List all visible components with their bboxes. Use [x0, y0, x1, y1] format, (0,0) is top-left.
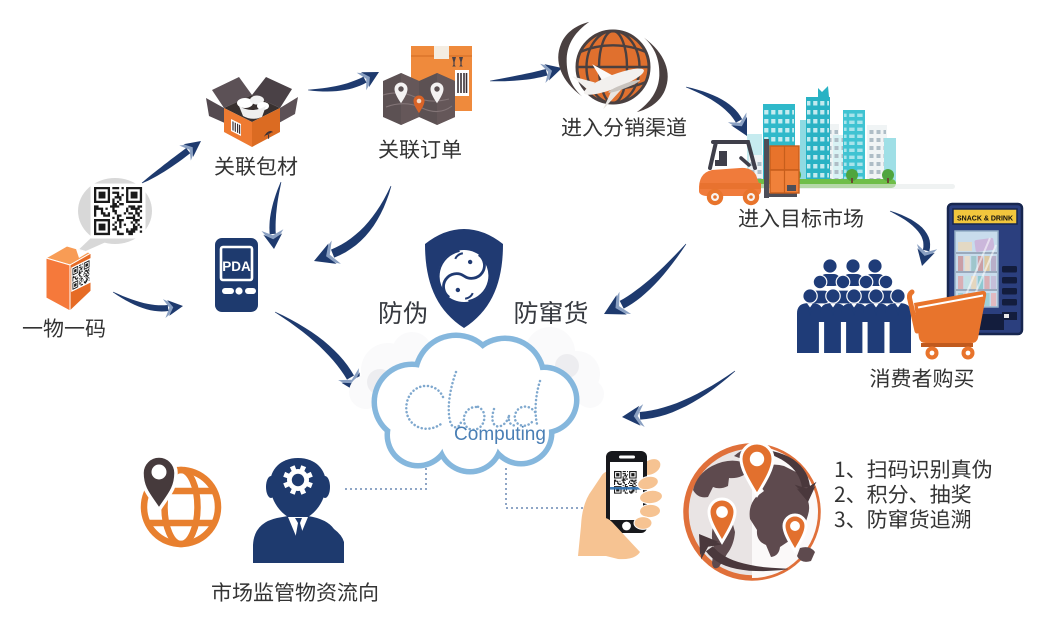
svg-text:PDA: PDA [222, 259, 251, 274]
svg-text:Computing: Computing [454, 424, 546, 445]
svg-text:SNACK & DRINK: SNACK & DRINK [957, 216, 1013, 223]
